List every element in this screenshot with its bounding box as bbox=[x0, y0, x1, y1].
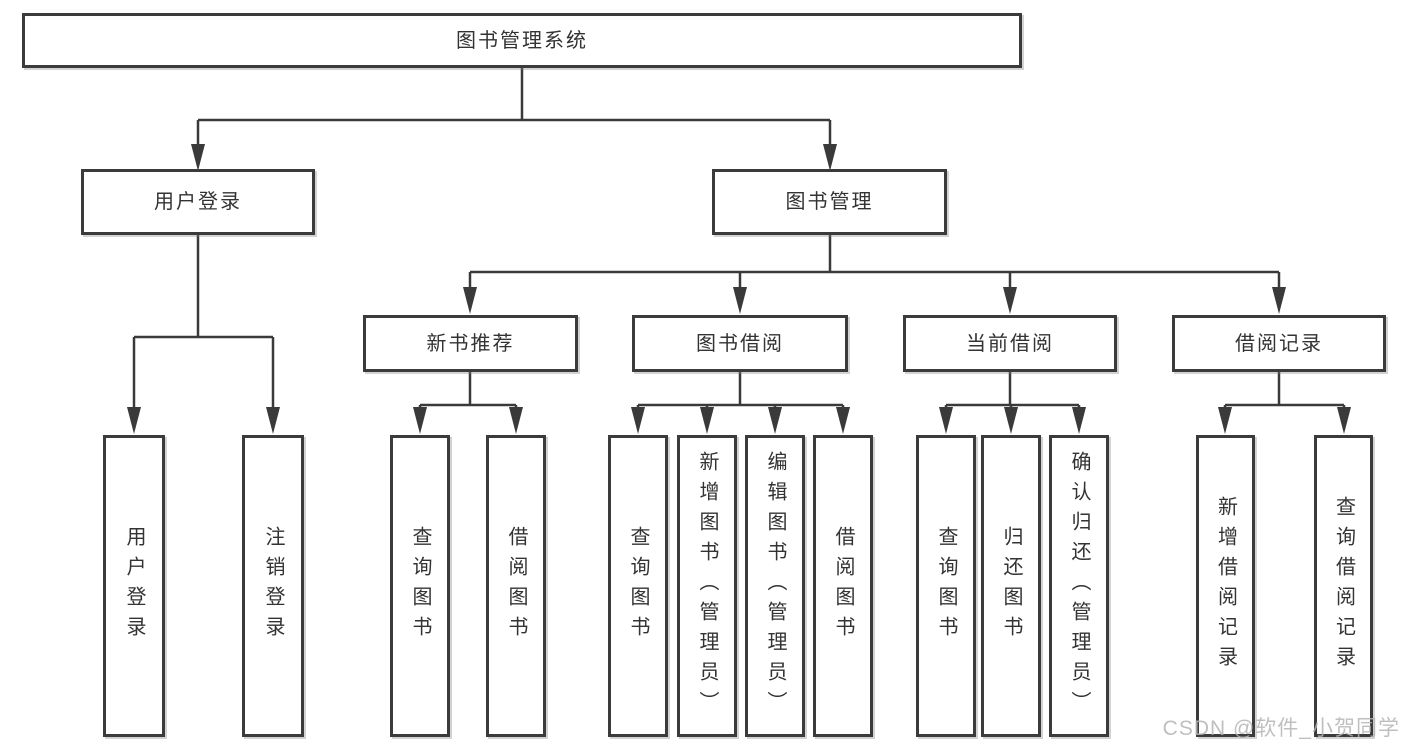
csdn-watermark: CSDN @软件_小贺同学 bbox=[1162, 717, 1400, 740]
leaf-search-borrow-record: 查询借阅记录 bbox=[1314, 435, 1373, 737]
leaf-search-books: 查询图书 bbox=[390, 435, 450, 737]
leaf-add-borrow-record: 新增借阅记录 bbox=[1196, 435, 1255, 737]
node-book-borrowing: 图书借阅 bbox=[632, 315, 848, 372]
leaf-logout: 注销登录 bbox=[242, 435, 304, 737]
node-current-borrowing: 当前借阅 bbox=[903, 315, 1117, 372]
leaf-add-books-admin: 新增图书（管理员） bbox=[677, 435, 737, 737]
leaf-user-login: 用户登录 bbox=[103, 435, 165, 737]
node-library-management-system: 图书管理系统 bbox=[22, 13, 1022, 68]
node-new-book-recommend: 新书推荐 bbox=[363, 315, 578, 372]
node-borrowing-records: 借阅记录 bbox=[1172, 315, 1386, 372]
leaf-confirm-return-admin: 确认归还（管理员） bbox=[1049, 435, 1109, 737]
leaf-edit-books-admin: 编辑图书（管理员） bbox=[745, 435, 805, 737]
node-user-login: 用户登录 bbox=[81, 169, 315, 235]
node-book-management: 图书管理 bbox=[712, 169, 947, 235]
leaf-search-books-3: 查询图书 bbox=[916, 435, 976, 737]
leaf-return-books: 归还图书 bbox=[981, 435, 1041, 737]
leaf-borrow-books-2: 借阅图书 bbox=[813, 435, 873, 737]
leaf-search-books-2: 查询图书 bbox=[608, 435, 668, 737]
leaf-borrow-books: 借阅图书 bbox=[486, 435, 546, 737]
